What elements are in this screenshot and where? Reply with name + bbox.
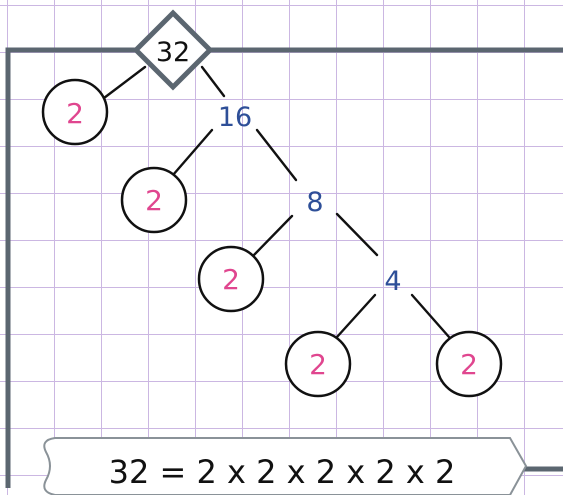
composite-label-16: 16 — [218, 102, 252, 133]
prime-label-1: 2 — [66, 97, 84, 130]
prime-label-5: 2 — [460, 348, 478, 381]
branch-lines — [102, 65, 451, 339]
root-value: 32 — [156, 37, 190, 68]
frame-border — [5, 47, 563, 488]
prime-circle-4 — [284, 330, 352, 398]
prime-circle-3 — [197, 245, 265, 313]
prime-label-3: 2 — [222, 263, 240, 296]
prime-label-2: 2 — [145, 184, 163, 217]
branch-8-right — [335, 212, 379, 257]
prime-circle-5 — [435, 330, 503, 398]
branch-4-left — [335, 293, 377, 339]
prime-circle-1 — [41, 78, 109, 146]
branch-32-right — [200, 65, 226, 98]
prime-circles: 2 2 2 2 2 — [41, 78, 503, 398]
equation-banner — [43, 437, 528, 495]
composite-label-8: 8 — [306, 187, 323, 218]
prime-label-4: 2 — [309, 348, 327, 381]
branch-4-right — [410, 293, 451, 339]
branch-16-right — [255, 128, 298, 182]
branch-8-left — [250, 214, 294, 259]
composite-label-4: 4 — [384, 266, 401, 297]
branch-16-left — [171, 128, 214, 177]
prime-circle-2 — [120, 166, 188, 234]
root-diamond — [132, 9, 214, 91]
branch-32-left — [102, 65, 147, 100]
composite-numbers: 16 8 4 — [218, 102, 402, 297]
equation-text: 32 = 2 x 2 x 2 x 2 x 2 — [109, 453, 456, 491]
